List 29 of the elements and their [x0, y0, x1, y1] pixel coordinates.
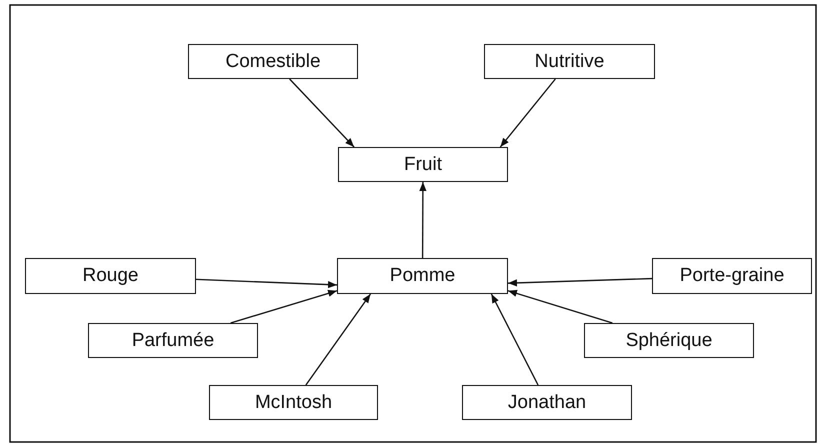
concept-box: [584, 323, 754, 358]
arrow: [289, 78, 355, 148]
concept-box: [338, 147, 508, 182]
concept-label: Rouge: [82, 265, 138, 287]
arrow: [508, 278, 652, 286]
concept-box: [25, 258, 196, 294]
arrow: [305, 294, 372, 386]
concept-label: Nutritive: [534, 50, 604, 72]
concept-label: Comestible: [225, 50, 321, 72]
concept-label: Porte-graine: [680, 265, 784, 287]
concept-box: [88, 323, 258, 358]
concept-label: McIntosh: [254, 392, 332, 414]
concept-label: Pomme: [390, 265, 456, 287]
concept-box: [484, 44, 655, 79]
concept-box: [337, 258, 508, 294]
arrow: [419, 182, 426, 258]
concept-box: [188, 44, 358, 79]
concept-box: [652, 258, 812, 294]
arrow: [196, 278, 338, 288]
concept-label: Jonathan: [508, 392, 586, 414]
arrow: [508, 290, 613, 324]
concept-label: Fruit: [404, 154, 442, 176]
arrow: [500, 78, 556, 148]
concept-box: [209, 385, 378, 420]
concept-box: [462, 385, 632, 420]
arrow: [490, 294, 539, 386]
concept-label: Parfumée: [132, 330, 214, 352]
concept-label: Sphérique: [626, 330, 712, 352]
arrow: [230, 290, 338, 324]
